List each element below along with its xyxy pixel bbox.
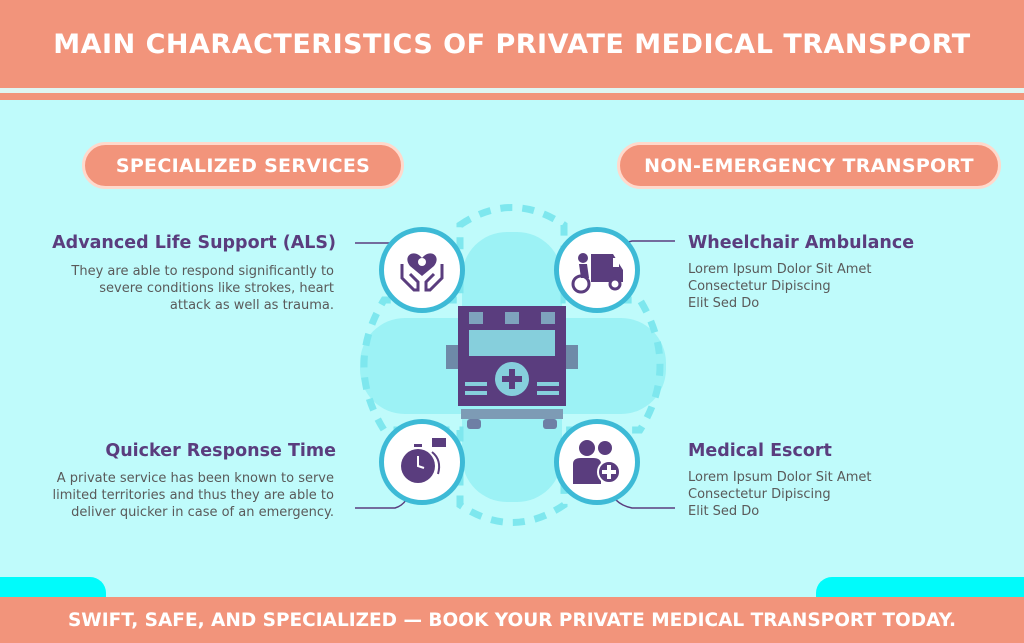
ambulance-front-icon bbox=[446, 306, 578, 429]
escort-title: Medical Escort bbox=[688, 441, 832, 461]
footer-tab-left bbox=[0, 577, 106, 597]
footer-text: SWIFT, SAFE, AND SPECIALIZED — BOOK YOUR… bbox=[67, 609, 957, 631]
text-line: Consectetur Dipiscing bbox=[688, 487, 831, 502]
text-line: They are able to respond significantly t… bbox=[71, 264, 334, 279]
dashed-outline bbox=[360, 204, 664, 526]
footer-banner: SWIFT, SAFE, AND SPECIALIZED — BOOK YOUR… bbox=[0, 597, 1024, 643]
text-line: A private service has been known to serv… bbox=[56, 471, 334, 486]
divider bbox=[0, 93, 1024, 100]
wheelchair-ambulance-icon bbox=[554, 227, 640, 313]
header-banner: MAIN CHARACTERISTICS OF PRIVATE MEDICAL … bbox=[0, 0, 1024, 88]
wheelchair-description: Lorem Ipsum Dolor Sit Amet Consectetur D… bbox=[688, 261, 871, 312]
non-emergency-heading: NON-EMERGENCY TRANSPORT bbox=[617, 142, 1001, 189]
text-line: Elit Sed Do bbox=[688, 504, 760, 519]
text-line: Lorem Ipsum Dolor Sit Amet bbox=[688, 262, 872, 277]
response-time-description: A private service has been known to serv… bbox=[53, 470, 334, 521]
hands-heart-icon bbox=[379, 227, 465, 313]
response-time-title: Quicker Response Time bbox=[105, 441, 336, 461]
text-line: Elit Sed Do bbox=[688, 296, 760, 311]
text-line: deliver quicker in case of an emergency. bbox=[71, 505, 334, 520]
als-description: They are able to respond significantly t… bbox=[71, 263, 334, 314]
stopwatch-icon bbox=[379, 419, 465, 505]
text-line: limited territories and thus they are ab… bbox=[52, 488, 334, 503]
page-title: MAIN CHARACTERISTICS OF PRIVATE MEDICAL … bbox=[53, 28, 971, 60]
specialized-services-heading: SPECIALIZED SERVICES bbox=[82, 142, 404, 189]
medical-escort-icon bbox=[554, 419, 640, 505]
wheelchair-title: Wheelchair Ambulance bbox=[688, 233, 915, 253]
text-line: attack as well as trauma. bbox=[169, 298, 334, 313]
text-line: Lorem Ipsum Dolor Sit Amet bbox=[688, 470, 872, 485]
escort-description: Lorem Ipsum Dolor Sit Amet Consectetur D… bbox=[688, 469, 871, 520]
text-line: severe conditions like strokes, heart bbox=[99, 281, 334, 296]
text-line: Consectetur Dipiscing bbox=[688, 279, 831, 294]
footer-tab-right bbox=[816, 577, 1024, 597]
als-title: Advanced Life Support (ALS) bbox=[52, 233, 336, 253]
divider bbox=[0, 88, 1024, 93]
